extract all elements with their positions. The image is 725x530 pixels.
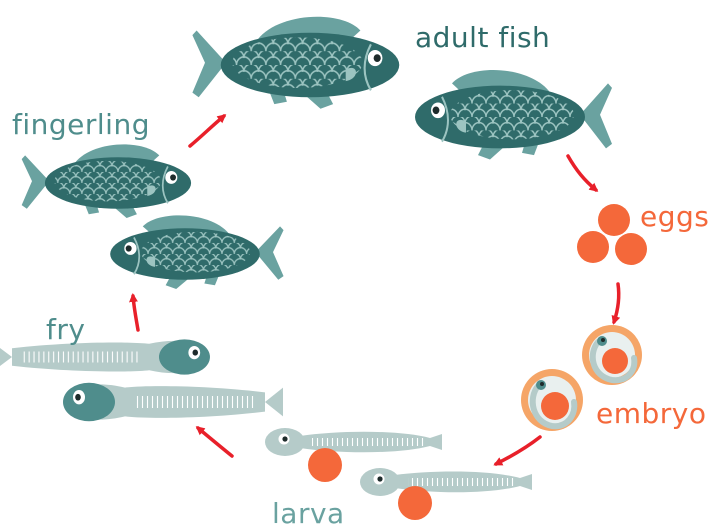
label-eggs: eggs (640, 203, 709, 231)
fry-fish-icon (63, 383, 283, 421)
arrow-icon (614, 284, 619, 322)
adult-fish-icon (192, 17, 399, 109)
label-fry: fry (46, 316, 85, 344)
label-adult-fish: adult fish (415, 24, 550, 52)
label-fingerling: fingerling (12, 111, 150, 139)
fingerling-fish-icon (22, 144, 191, 218)
embryo-icon (521, 369, 583, 431)
label-larva: larva (272, 500, 345, 528)
arrow-icon (568, 156, 596, 190)
adult-fish-icon (415, 70, 612, 160)
arrow-icon (133, 296, 138, 330)
embryo-icon (582, 325, 642, 385)
arrow-icon (190, 116, 224, 146)
label-embryo: embryo (596, 400, 707, 428)
arrow-icon (496, 437, 540, 464)
eggs-icon (577, 204, 647, 265)
fry-fish-icon (0, 339, 210, 374)
arrow-icon (198, 428, 232, 456)
larva-icon (360, 468, 532, 520)
fingerling-fish-icon (110, 215, 283, 289)
